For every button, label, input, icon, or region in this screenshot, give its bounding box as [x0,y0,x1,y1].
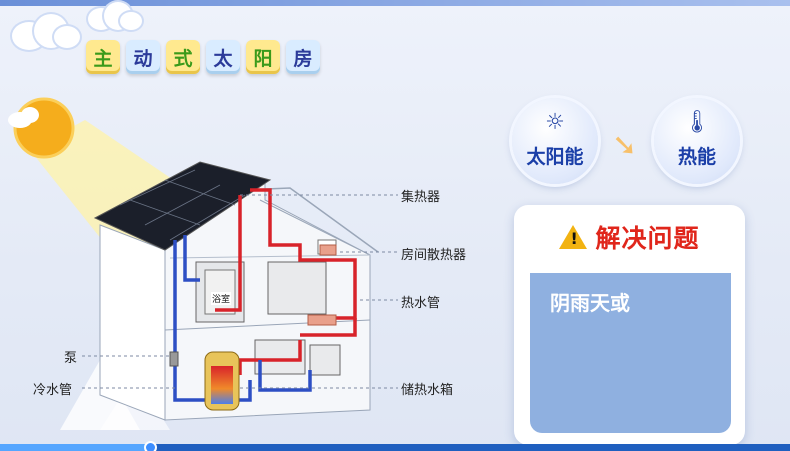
problem-panel: 阴雨天或 [530,273,731,433]
problem-header: ! 解决问题 [514,219,745,255]
title-char: 房 [286,40,320,74]
heat-energy-label: 热能 [677,146,716,168]
pump-label: 泵 [64,351,78,366]
playback-progress [0,444,151,451]
top-border [0,0,790,6]
page-title: 主 动 式 太 阳 房 [86,40,320,74]
playback-knob[interactable] [144,441,158,451]
thermometer-icon: 🌡 [683,110,711,135]
problem-title: 解决问题 [595,224,700,253]
playback-bar[interactable] [0,441,790,451]
title-char: 式 [166,40,200,74]
radiator-label: 房间散热器 [401,248,467,263]
hot-pipe-label: 热水管 [401,296,441,311]
sun-grid-icon: ☼ [545,110,565,135]
collector-label: 集热器 [401,190,441,205]
warning-icon: ! [559,225,588,249]
curved-arrow-icon: ➘ [612,128,638,163]
cold-pipe-label: 冷水管 [33,383,73,398]
heat-energy-bubble: 🌡 热能 [654,98,740,184]
problem-card: ! 解决问题 阴雨天或 [514,205,745,445]
solar-collector [93,161,272,251]
title-char: 阳 [246,40,280,74]
tank-label: 储热水箱 [401,383,454,398]
solar-energy-bubble: ☼ 太阳能 [512,98,598,184]
title-char: 主 [86,40,120,74]
title-char: 动 [126,40,160,74]
problem-text: 阴雨天或 [550,291,630,315]
bathroom-label: 浴室 [211,292,232,305]
title-char: 太 [206,40,240,74]
solar-energy-label: 太阳能 [526,146,584,168]
